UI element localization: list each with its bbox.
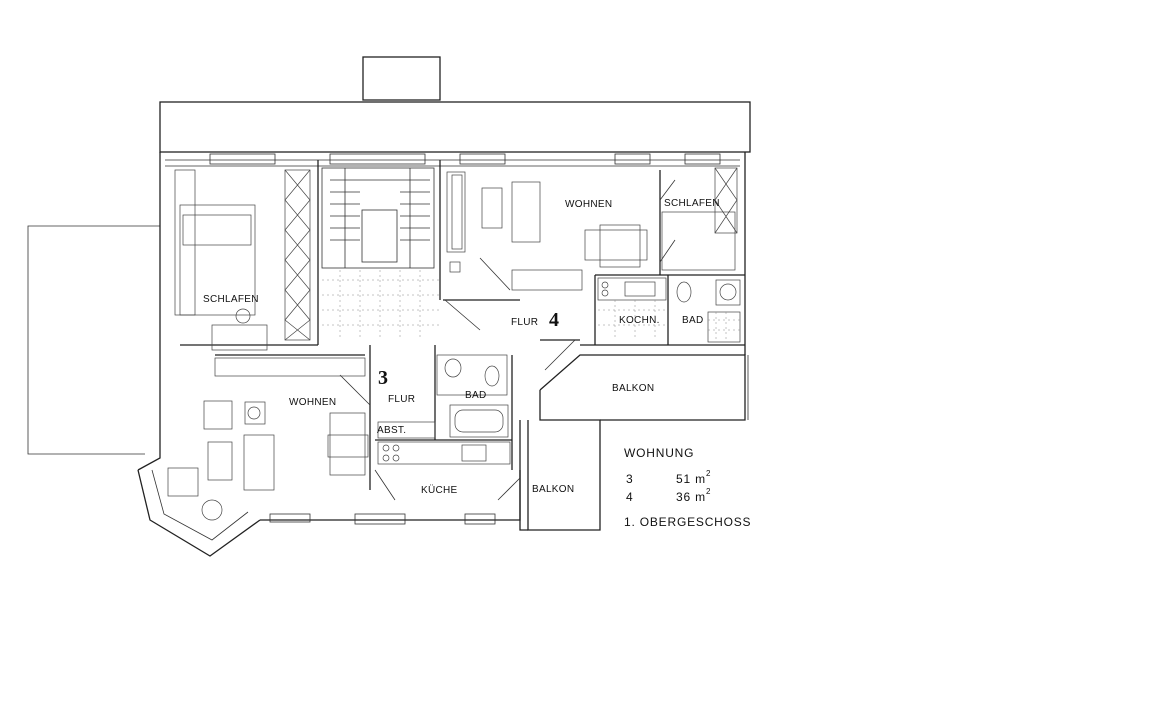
bedroom-3-furniture — [174, 169, 366, 377]
window — [459, 153, 506, 165]
bedroom-4-furniture — [661, 167, 738, 271]
bath-3-fixtures — [436, 354, 509, 438]
window — [329, 153, 426, 165]
outer-wall-left — [137, 152, 161, 471]
legend-unit-4: 4 — [626, 490, 633, 504]
legend-area-4-sup: 2 — [706, 487, 711, 496]
outer-wall-bottom — [260, 500, 521, 521]
door-swing — [544, 339, 576, 371]
window — [354, 513, 406, 525]
legend-area-4: 36 m — [676, 490, 706, 504]
room-label-kueche: KÜCHE — [421, 484, 458, 496]
door-swing — [444, 299, 481, 331]
room-label-abst: ABST. — [377, 425, 406, 436]
room-label-kochn: KOCHN. — [619, 315, 660, 326]
door-swing — [659, 239, 676, 263]
legend-unit-3: 3 — [626, 472, 633, 486]
legend-title: WOHNUNG — [624, 446, 694, 460]
room-label-flur-3: FLUR — [388, 394, 415, 405]
window — [614, 153, 651, 165]
door-swing — [659, 179, 676, 201]
kitchen-3-fixtures — [377, 421, 511, 465]
chimney — [362, 56, 441, 101]
legend-area-3-sup: 2 — [706, 469, 711, 478]
room-label-wohnen-3: WOHNEN — [289, 397, 336, 408]
balcony-kitchen — [519, 470, 528, 531]
living-4-furniture — [446, 171, 648, 291]
room-label-bad-4: BAD — [682, 315, 703, 326]
room-label-balkon-3: BALKON — [532, 484, 574, 495]
room-label-schlafen-3: SCHLAFEN — [203, 294, 259, 305]
balcony-4-outline — [527, 390, 601, 531]
legend-area-3: 51 m — [676, 472, 706, 486]
kitchen-4-fixtures — [597, 277, 667, 340]
room-label-flur-4: FLUR — [511, 317, 538, 328]
window — [684, 153, 721, 165]
unit-number-4: 4 — [549, 309, 559, 331]
room-label-balkon-4: BALKON — [612, 383, 654, 394]
landing-tiles — [322, 270, 440, 340]
window — [464, 513, 496, 525]
door-swing — [479, 257, 511, 291]
neighbour-annex — [27, 225, 160, 455]
outer-wall-bay — [137, 469, 261, 557]
legend: WOHNUNG 3 51 m 2 4 36 m 2 1. OBERGESCHOS… — [624, 446, 751, 529]
roof-band — [159, 101, 751, 153]
outer-wall-bay-inner — [151, 469, 249, 541]
balcony-4-main — [539, 354, 746, 421]
door-swing — [339, 374, 371, 406]
door-swing — [497, 477, 521, 501]
living-3-furniture — [167, 400, 369, 521]
door-swing — [374, 469, 396, 501]
window — [269, 513, 311, 523]
unit-number-3: 3 — [378, 367, 388, 389]
legend-floor: 1. OBERGESCHOSS — [624, 515, 751, 529]
room-label-schlafen-4: SCHLAFEN — [664, 198, 720, 209]
bath-4-fixtures — [676, 279, 741, 343]
room-label-wohnen-4: WOHNEN — [565, 199, 612, 210]
staircase — [321, 167, 435, 269]
room-label-bad-3: BAD — [465, 390, 486, 401]
window — [209, 153, 276, 165]
